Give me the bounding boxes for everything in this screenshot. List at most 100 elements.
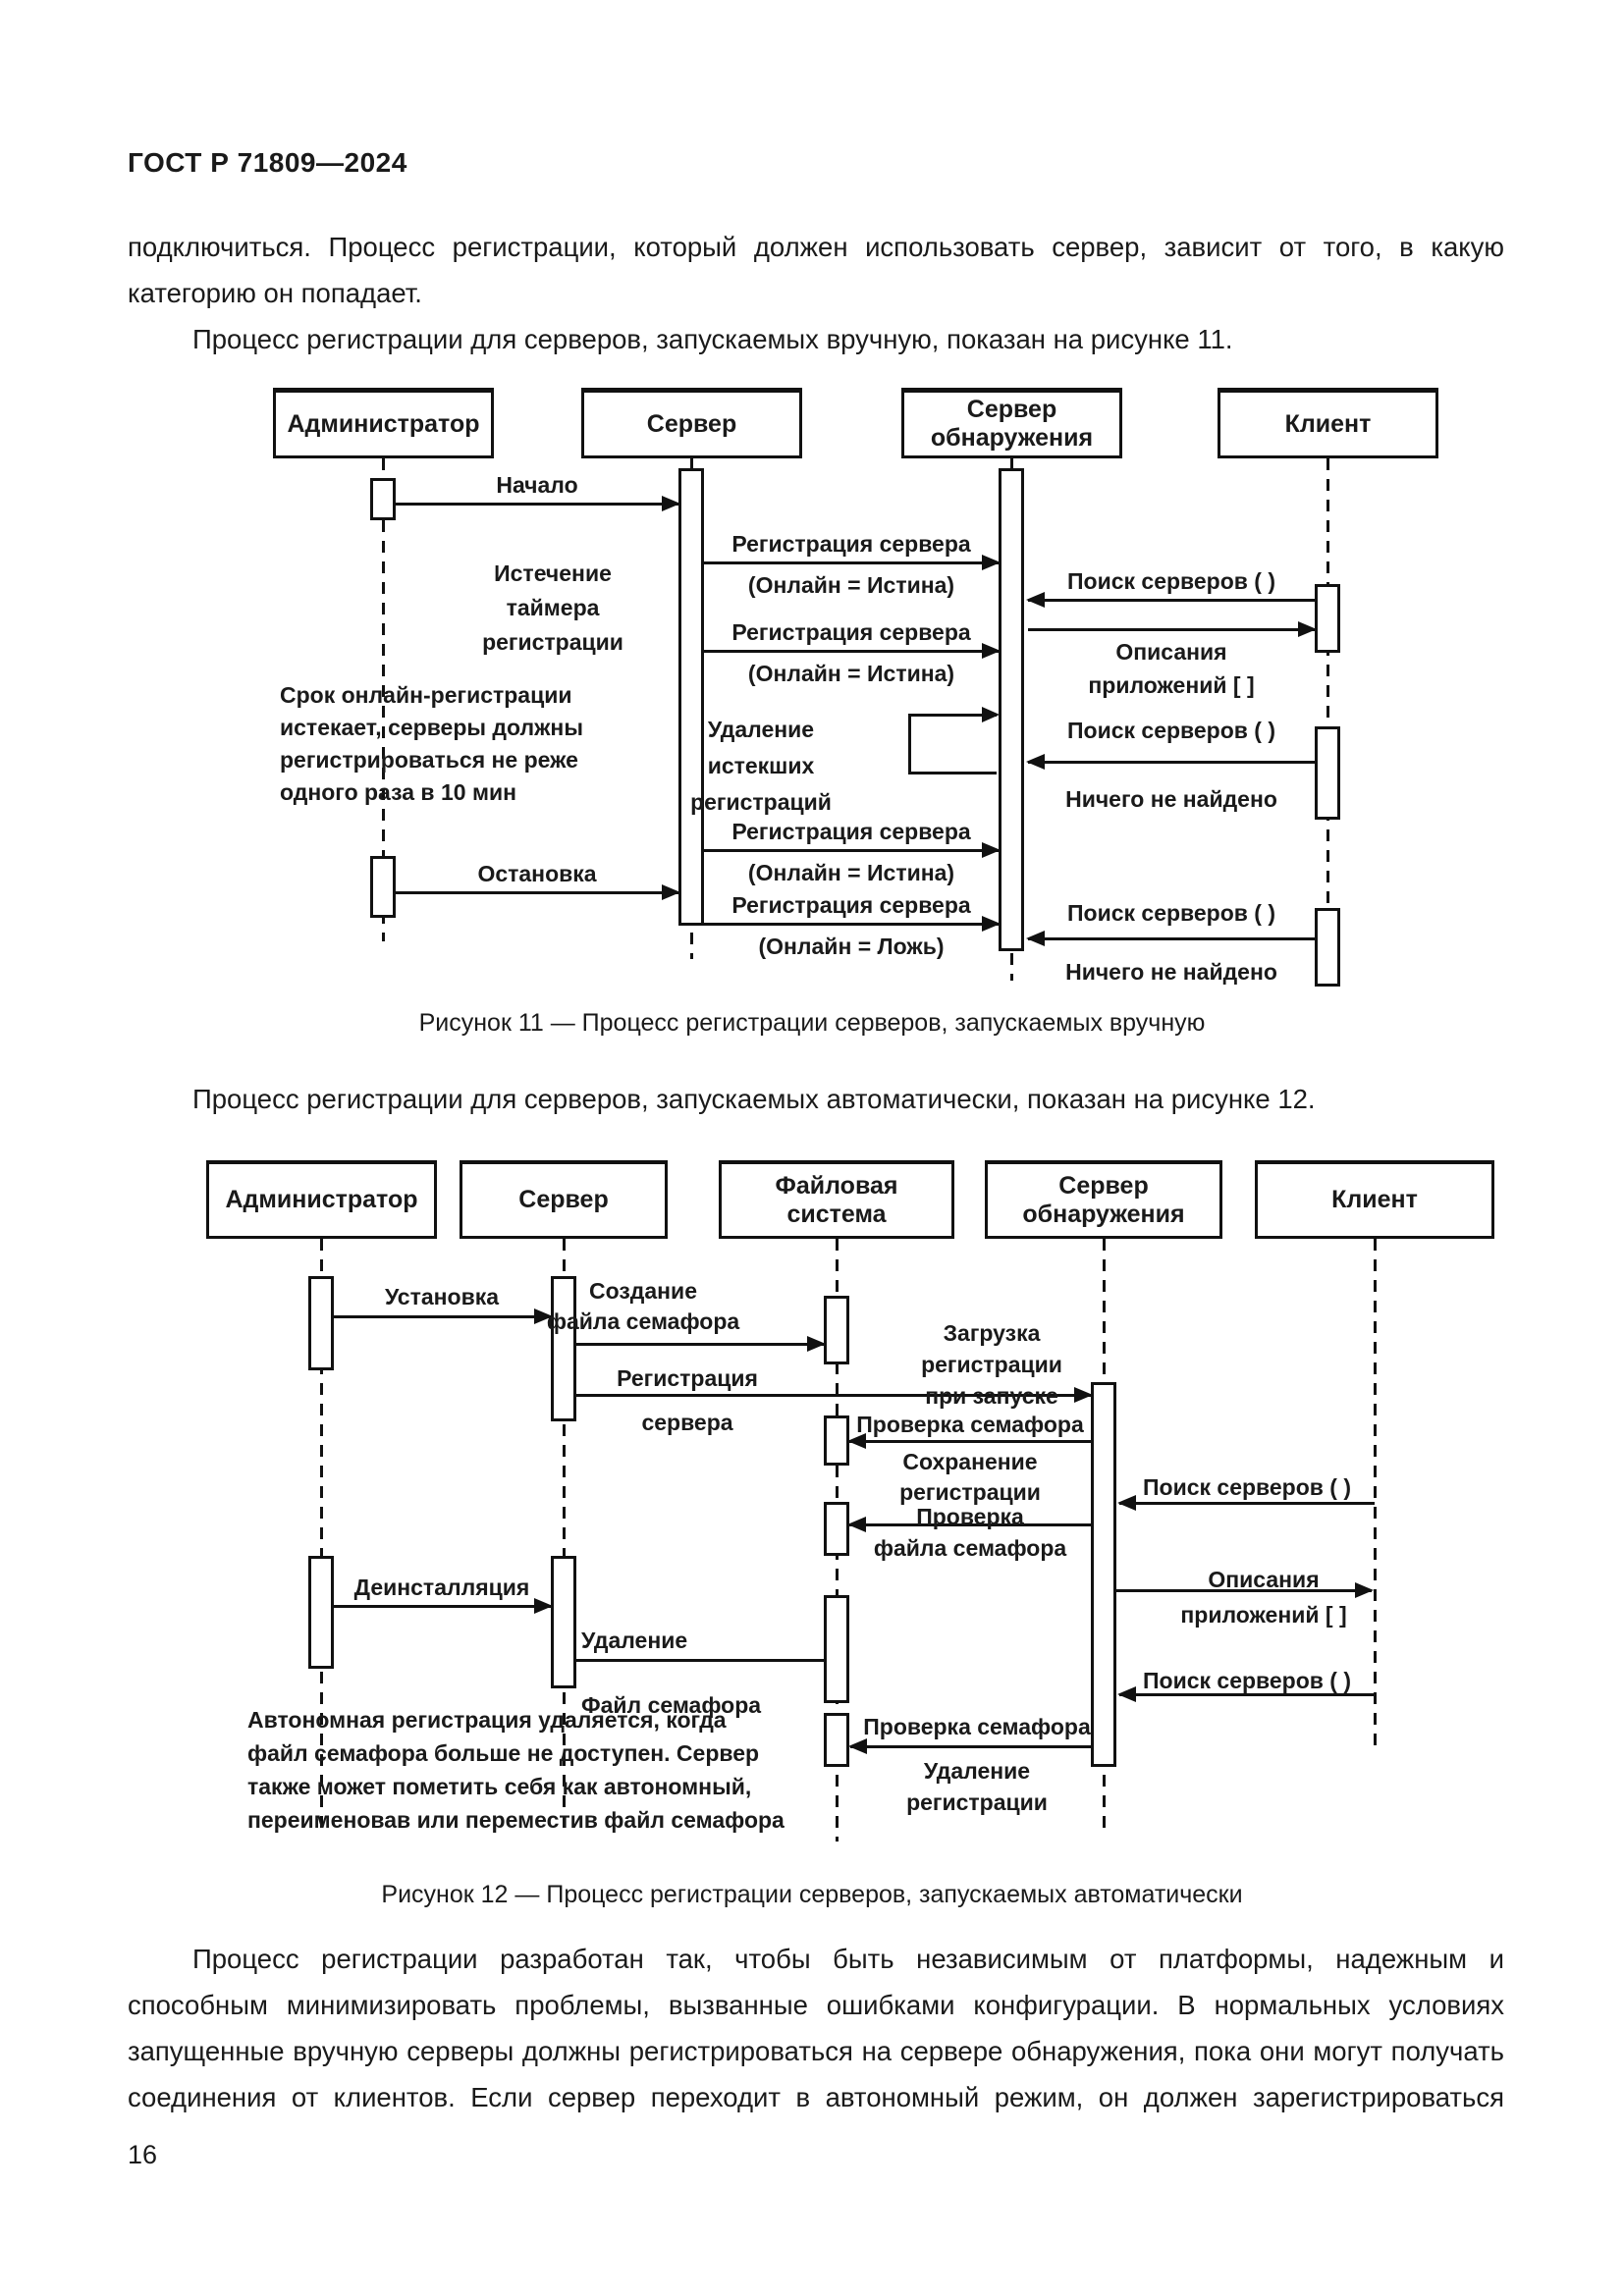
note-timer: Истечение таймера регистрации (482, 561, 623, 655)
actor-discovery-server: Сервер обнаружения (985, 1160, 1222, 1239)
msg-search2-label: Поиск серверов ( ) (1066, 718, 1276, 743)
msg-stop-arrow (396, 884, 680, 900)
note-save-registration: Сохранение регистрации (899, 1449, 1041, 1505)
msg-create-semaphore-arrow (576, 1336, 826, 1352)
actor-admin: Администратор (273, 388, 494, 458)
msg-descriptions-label2: приложений [ ] (1180, 1602, 1347, 1628)
activation-fs-4 (824, 1595, 849, 1703)
activation-fs-5 (824, 1713, 849, 1767)
msg-reg1-label: Регистрация сервера (731, 531, 971, 557)
activation-fs-1 (824, 1296, 849, 1364)
msg-reg2-label: Регистрация сервера (731, 619, 971, 645)
msg-search1-arrow (1117, 1495, 1375, 1511)
msg-reg-server-label: Регистрация (617, 1365, 758, 1391)
actor-client: Клиент (1255, 1160, 1494, 1239)
lifeline-admin (381, 458, 385, 941)
msg-check-file-label: Проверка (916, 1504, 1024, 1529)
activation-server-2 (551, 1556, 576, 1688)
msg-reg-server-arrow (576, 1387, 1093, 1403)
msg-check-semaphore1-arrow (847, 1433, 1091, 1449)
msg-create-semaphore-label: Создание файла семафора (546, 1278, 740, 1334)
paragraph-1: подключиться. Процесс регистрации, котор… (128, 232, 1504, 308)
activation-server (678, 468, 704, 926)
msg-search3-label: Поиск серверов ( ) (1066, 900, 1276, 926)
doc-header: ГОСТ Р 71809—2024 (128, 147, 407, 178)
self-message-loop (908, 714, 997, 774)
figure-12-caption: Рисунок 12 — Процесс регистрации серверо… (381, 1881, 1243, 1908)
msg-search1-label: Поиск серверов ( ) (1142, 1474, 1352, 1500)
msg-descriptions-arrow (1028, 621, 1317, 637)
paragraph-3: Процесс регистрации для серверов, запуск… (192, 1084, 1316, 1114)
activation-server-1 (551, 1276, 576, 1421)
msg-install-arrow (334, 1308, 553, 1324)
msg-nothing2-label: Ничего не найдено (1065, 959, 1277, 985)
msg-delete-line (576, 1659, 824, 1662)
msg-stop-label: Остановка (477, 861, 597, 886)
actor-admin: Администратор (206, 1160, 437, 1239)
msg-search1-arrow (1026, 592, 1315, 608)
lifeline-server (562, 1239, 566, 1836)
activation-client-2 (1315, 726, 1340, 820)
figure-12-sequence-diagram: Администратор Сервер Файловая система Се… (0, 1160, 1624, 1881)
msg-search2-label: Поиск серверов ( ) (1142, 1668, 1352, 1693)
msg-reg-server-label2: сервера (641, 1410, 733, 1435)
self-message-arrowhead (982, 707, 1000, 722)
msg-search2-arrow (1117, 1686, 1375, 1702)
activation-fs-2 (824, 1415, 849, 1466)
msg-check-semaphore2-label: Проверка семафора (863, 1714, 1091, 1739)
paragraph-2: Процесс регистрации для серверов, запуск… (192, 324, 1233, 354)
msg-reg2-param: (Онлайн = Истина) (747, 661, 955, 686)
msg-descriptions-label: Описания (1208, 1567, 1320, 1592)
msg-start-label: Начало (496, 472, 578, 498)
msg-reg4-arrow (704, 916, 1001, 932)
lifeline-client (1373, 1239, 1377, 1749)
msg-cleanup-label: Удаление истекших регистраций (690, 717, 832, 815)
msg-search3-arrow (1026, 931, 1315, 946)
figure-11-caption: Рисунок 11 — Процесс регистрации серверо… (418, 1009, 1206, 1037)
msg-reg2-arrow (704, 643, 1001, 659)
msg-uninstall-arrow (334, 1598, 553, 1614)
msg-uninstall-label: Деинсталляция (353, 1575, 530, 1600)
note-load-registration: Загрузка регистрации при запуске (921, 1320, 1062, 1409)
actor-server: Сервер (460, 1160, 668, 1239)
activation-admin-2 (370, 856, 396, 918)
activation-fs-3 (824, 1502, 849, 1556)
msg-descriptions-arrow (1116, 1582, 1374, 1598)
actor-client: Клиент (1218, 388, 1438, 458)
lifeline-client (1326, 458, 1329, 988)
actor-discovery-server: Сервер обнаружения (901, 388, 1122, 458)
actor-server: Сервер (581, 388, 802, 458)
activation-discovery (999, 468, 1024, 951)
msg-reg3-param: (Онлайн = Истина) (747, 860, 955, 885)
msg-semaphore-file-label: Файл семафора (581, 1692, 762, 1718)
activation-client-1 (1315, 584, 1340, 653)
msg-nothing1-label: Ничего не найдено (1065, 786, 1277, 812)
msg-reg1-arrow (704, 555, 1001, 570)
paragraph-4: Процесс регистрации разработан так, чтоб… (128, 1944, 1504, 2112)
activation-admin-1 (370, 478, 396, 520)
msg-reg4-label: Регистрация сервера (731, 892, 971, 918)
figure-11-sequence-diagram: Администратор Сервер Сервер обнаружения … (0, 388, 1624, 998)
msg-search2-arrow (1026, 754, 1315, 770)
activation-admin-1 (308, 1276, 334, 1370)
msg-reg4-param: (Онлайн = Ложь) (758, 934, 945, 959)
msg-delete-reg-label: Удаление регистрации (906, 1758, 1048, 1815)
msg-reg1-param: (Онлайн = Истина) (747, 572, 955, 598)
activation-client-3 (1315, 908, 1340, 987)
msg-start-arrow (396, 496, 680, 511)
page-number: 16 (128, 2140, 158, 2169)
msg-reg3-label: Регистрация сервера (731, 819, 971, 844)
msg-search1-label: Поиск серверов ( ) (1066, 568, 1276, 594)
note-expire: Срок онлайн-регистрации истекает, сервер… (280, 682, 583, 805)
activation-discovery (1091, 1382, 1116, 1767)
note-offline-registration: Автономная регистрация удаляется, когда … (247, 1707, 785, 1833)
msg-check-semaphore2-arrow (848, 1738, 1091, 1754)
actor-filesystem: Файловая система (719, 1160, 954, 1239)
msg-install-label: Установка (384, 1284, 500, 1309)
msg-delete-label: Удаление (581, 1628, 688, 1653)
activation-admin-2 (308, 1556, 334, 1669)
msg-descriptions-label: Описания приложений [ ] (1088, 639, 1255, 698)
msg-check-semaphore1-label: Проверка семафора (856, 1412, 1084, 1437)
msg-check-file-label2: файла семафора (873, 1535, 1067, 1561)
